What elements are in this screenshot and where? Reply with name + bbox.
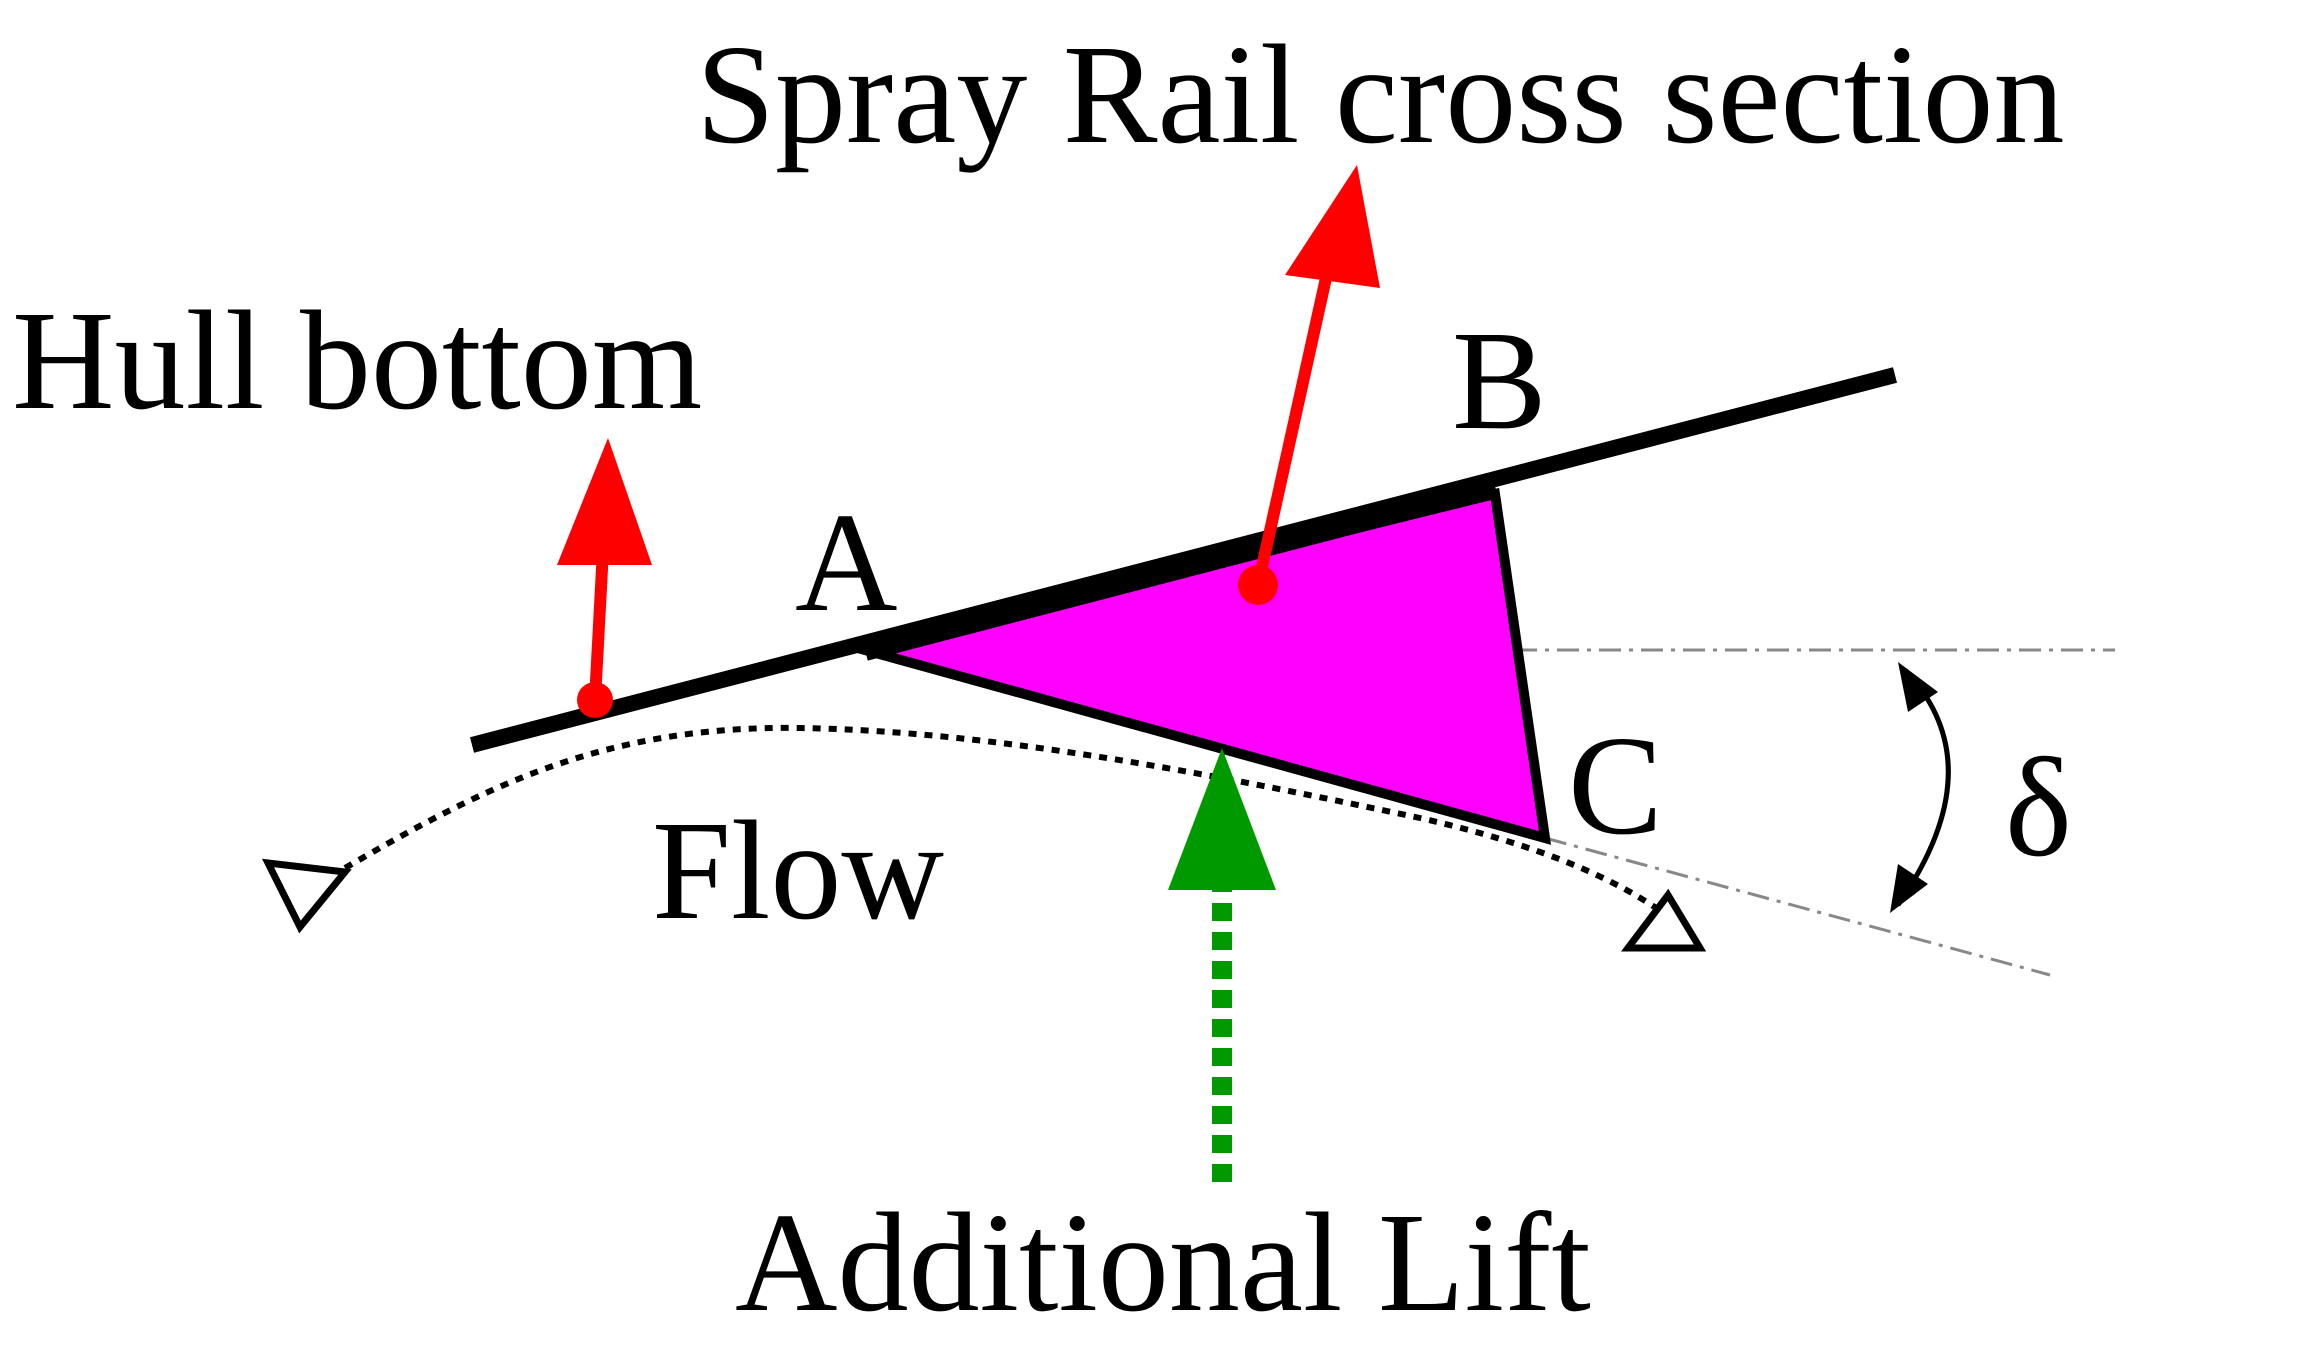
lift-arrowhead (1168, 748, 1276, 890)
point-c-label: C (1568, 706, 1663, 864)
hull-bottom-label: Hull bottom (12, 281, 702, 439)
hull-force-arrow-shaft (589, 549, 609, 701)
point-b-label: B (1452, 301, 1547, 459)
flow-streamline (343, 724, 1672, 921)
rail-force-origin (1238, 565, 1278, 605)
hull-force-arrowhead (557, 438, 652, 565)
spray-rail-triangle (845, 487, 1552, 845)
rail-force-arrow-shaft (1252, 258, 1336, 587)
hull-force-origin (577, 682, 613, 718)
point-a-label: A (795, 483, 898, 641)
deflection-reference-line (1544, 836, 2051, 977)
delta-arc-arrowhead-bottom (1890, 864, 1928, 913)
additional-lift-label: Additional Lift (735, 1183, 1591, 1341)
spray-rail-title: Spray Rail cross section (696, 15, 2064, 173)
rail-force-arrowhead (1285, 165, 1380, 288)
delta-label: δ (2005, 728, 2072, 886)
delta-arc-arrowhead-top (1898, 662, 1938, 712)
rail-edge-ab (862, 475, 1498, 661)
flow-end-arrowhead (1620, 888, 1707, 952)
flow-start-arrowhead (261, 858, 352, 934)
flow-label: Flow (652, 791, 944, 949)
